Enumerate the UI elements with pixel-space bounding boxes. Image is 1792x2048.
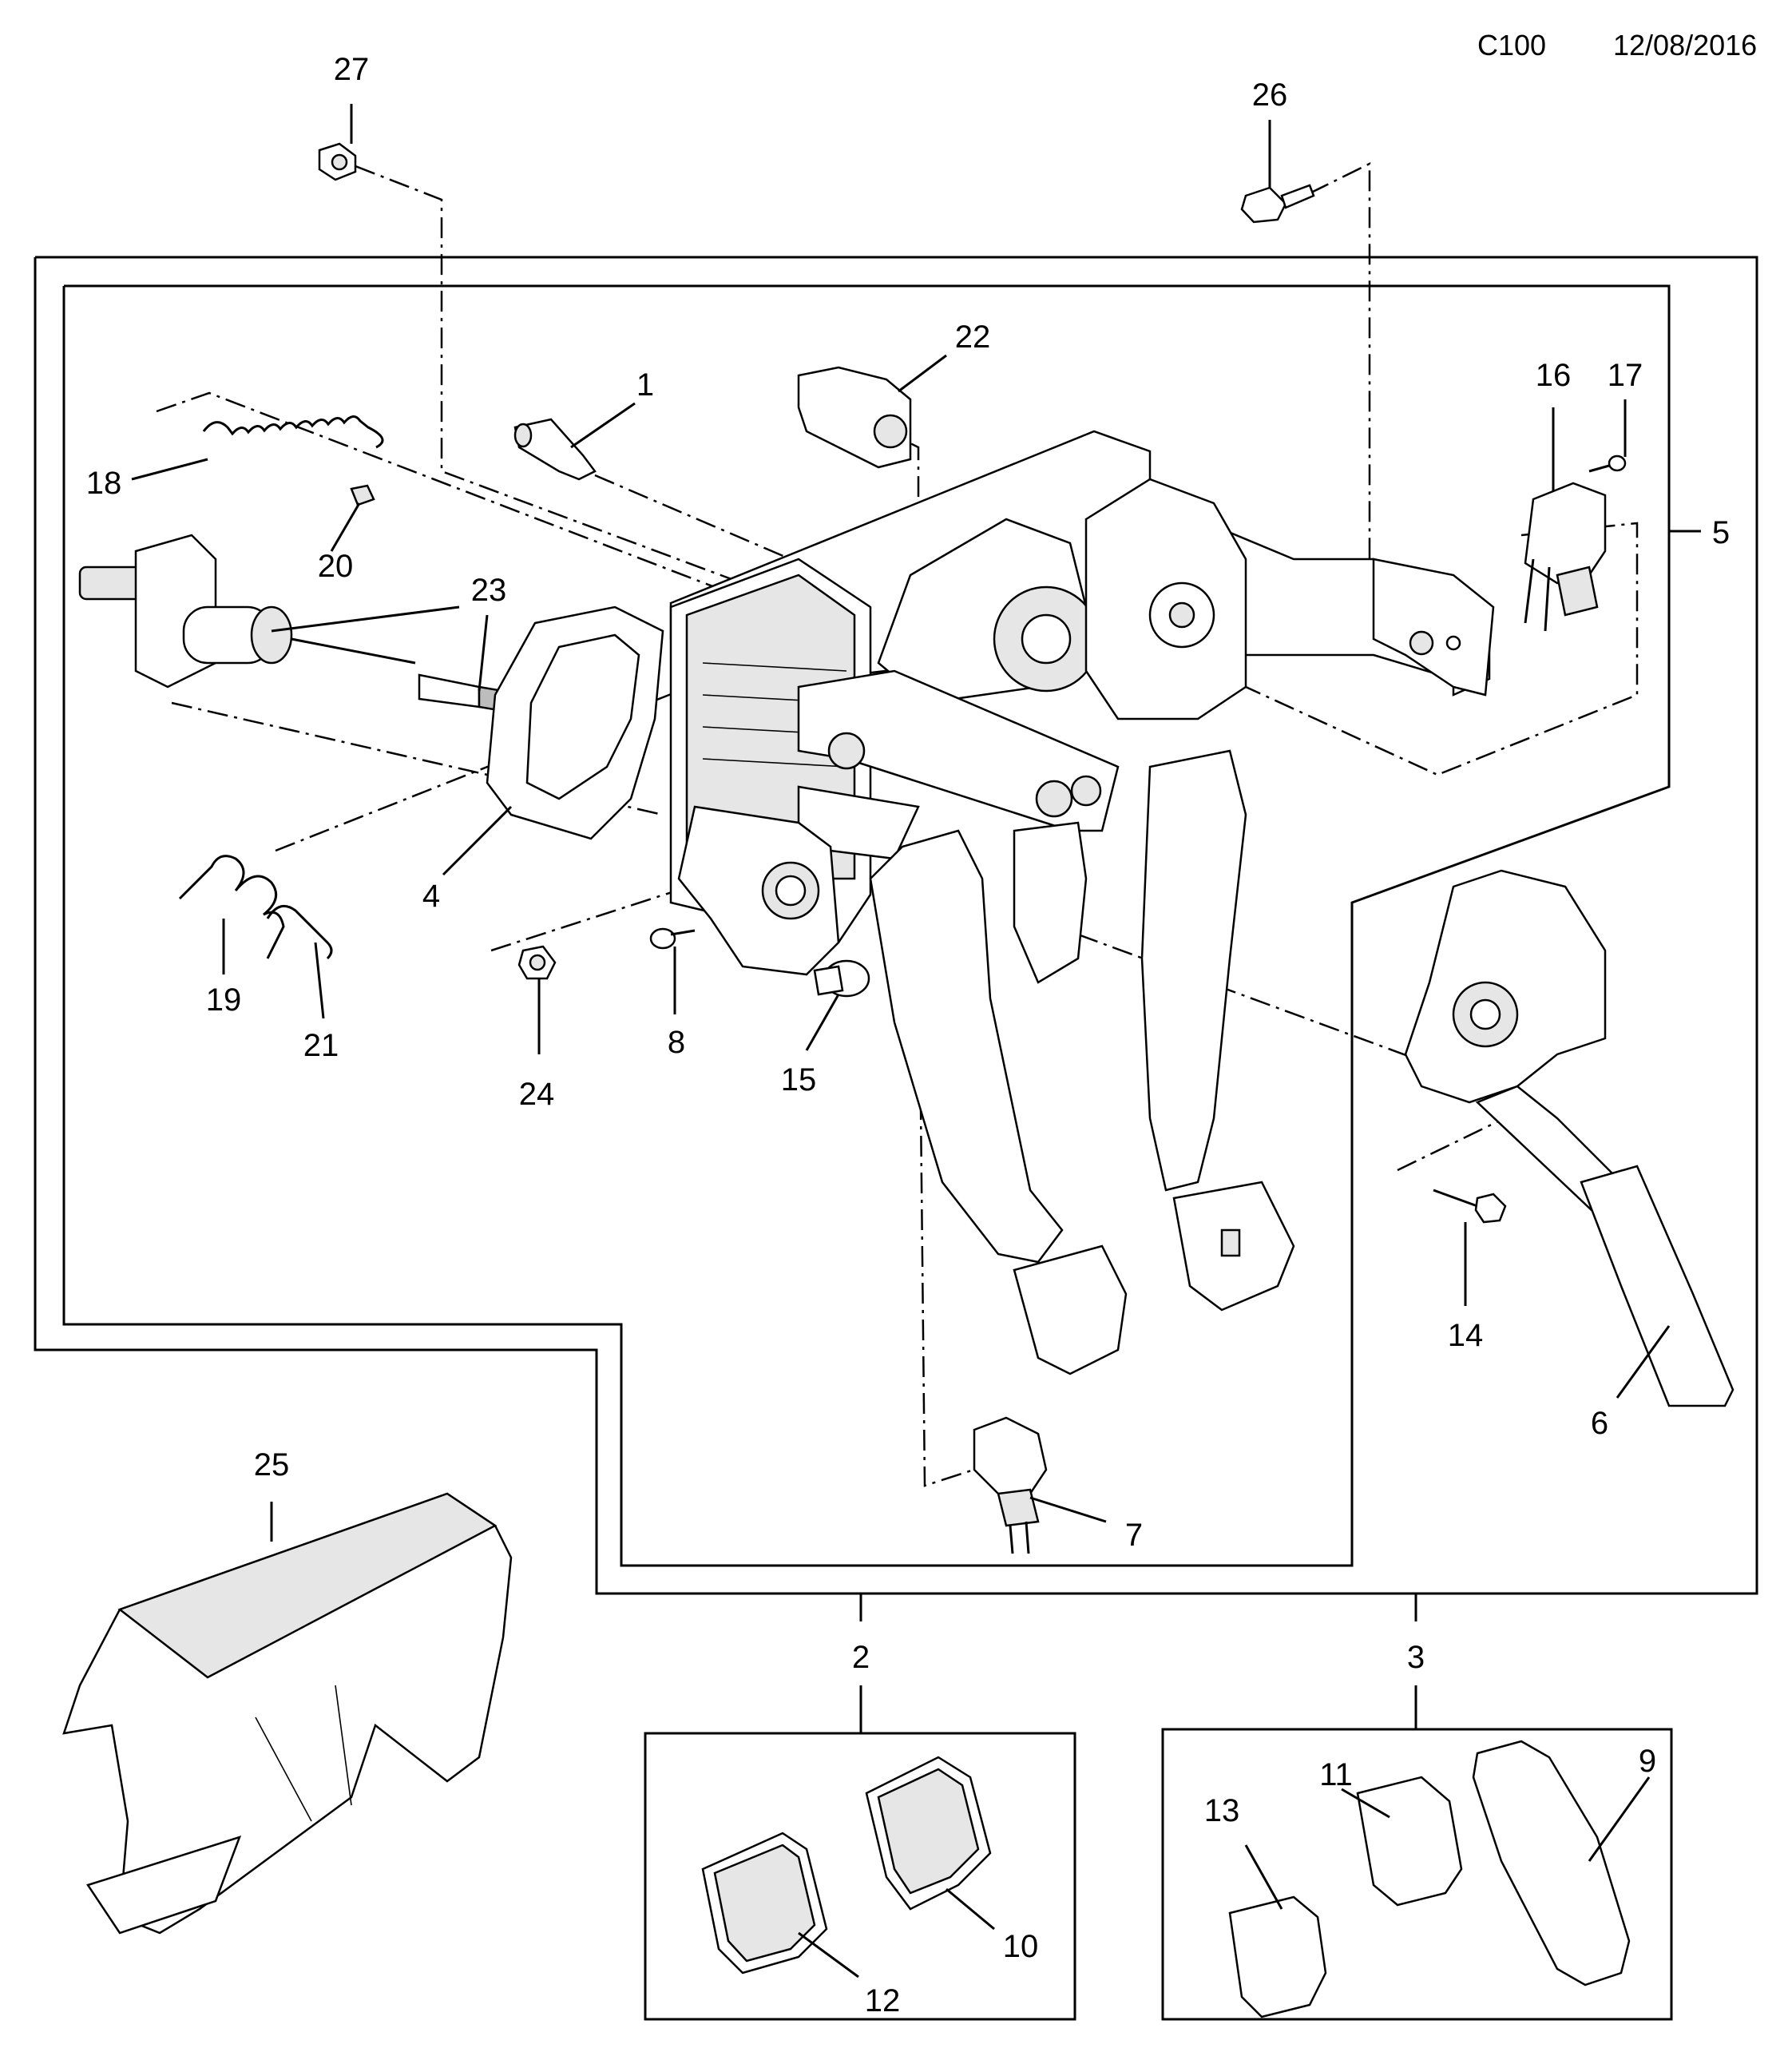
callout-11: 11 <box>1319 1757 1353 1792</box>
leader-15 <box>805 994 840 1051</box>
part-27-nut <box>318 142 357 181</box>
callout-20: 20 <box>318 549 354 584</box>
part-6-accelerator-pedal <box>1404 869 1735 1407</box>
callout-9: 9 <box>1639 1744 1656 1779</box>
callout-22: 22 <box>955 320 991 355</box>
callout-17: 17 <box>1608 358 1643 393</box>
part-1-pin <box>513 418 597 481</box>
part-13-pad <box>1228 1895 1327 2018</box>
callout-13: 13 <box>1204 1793 1240 1828</box>
leader-21 <box>314 942 325 1019</box>
assembly-line-6 <box>1077 933 1426 1064</box>
frame-kit-2 <box>644 1732 1076 2021</box>
callout-24: 24 <box>519 1077 555 1112</box>
callout-3: 3 <box>1407 1640 1425 1675</box>
assembly-line-18 <box>156 391 767 609</box>
callout-7: 7 <box>1125 1518 1143 1553</box>
part-15-pin <box>813 959 870 998</box>
part-14-bolt <box>1433 1189 1507 1224</box>
leader-12 <box>798 1931 859 1979</box>
leader-20 <box>330 502 361 552</box>
diagram-code: C100 <box>1477 29 1547 62</box>
callout-8: 8 <box>668 1025 685 1060</box>
assembly-line-26 <box>1309 161 1371 631</box>
leader-6 <box>1616 1325 1671 1399</box>
part-12-pad <box>701 1832 828 1975</box>
part-25-cover <box>62 1492 513 1935</box>
callout-23: 23 <box>471 573 507 608</box>
callout-27: 27 <box>334 52 370 87</box>
callout-18: 18 <box>86 466 122 501</box>
leader-1 <box>570 402 636 449</box>
part-7-switch <box>973 1416 1048 1554</box>
leader-11 <box>1341 1788 1390 1819</box>
leader-4 <box>442 805 513 876</box>
part-8-screw <box>649 927 696 950</box>
callout-12: 12 <box>865 1983 901 2018</box>
part-17-screw <box>1588 454 1627 473</box>
diagram-date: 12/08/2016 <box>1613 29 1758 62</box>
part-21-clip <box>266 904 333 960</box>
part-16-sensor <box>1524 482 1607 632</box>
callout-15: 15 <box>781 1062 817 1097</box>
callout-5: 5 <box>1712 515 1730 550</box>
frame-outer-assembly-5 <box>34 256 1758 1595</box>
callout-6: 6 <box>1591 1406 1608 1441</box>
part-24-nut <box>517 945 557 980</box>
part-26-bolt <box>1240 184 1315 224</box>
part-18-spring <box>202 415 384 449</box>
part-11-pad <box>1356 1776 1463 1907</box>
callout-4: 4 <box>422 879 440 914</box>
frame-inner-assembly-2 <box>62 284 1671 1567</box>
leader-18 <box>131 458 208 481</box>
part-20-clip <box>350 484 375 506</box>
callout-19: 19 <box>206 982 242 1018</box>
frame-kit-3 <box>1161 1728 1673 2021</box>
callout-10: 10 <box>1003 1929 1039 1964</box>
leader-9 <box>1588 1776 1651 1862</box>
part-10-pad <box>865 1756 992 1911</box>
leader-23 <box>271 605 460 633</box>
callout-26: 26 <box>1252 77 1288 113</box>
leader-7 <box>1029 1496 1107 1523</box>
pedal-box-assembly <box>669 430 1495 1375</box>
callout-25: 25 <box>254 1447 290 1482</box>
leader-22 <box>898 354 947 393</box>
callout-21: 21 <box>303 1028 339 1063</box>
callout-16: 16 <box>1536 358 1572 393</box>
leader-13 <box>1244 1844 1283 1910</box>
part-4-gasket <box>486 605 664 840</box>
assembly-line-27 <box>355 165 807 609</box>
part-9-pad <box>1472 1740 1631 1986</box>
assembly-line-1 <box>594 474 791 561</box>
part-23-master-cylinder <box>78 534 505 712</box>
leader-10 <box>946 1887 995 1931</box>
leader-23b <box>478 614 489 692</box>
callout-14: 14 <box>1448 1318 1484 1353</box>
part-19-spring <box>178 855 285 959</box>
callout-1: 1 <box>636 367 654 403</box>
callout-2: 2 <box>852 1640 870 1675</box>
part-22-switch <box>797 366 912 469</box>
